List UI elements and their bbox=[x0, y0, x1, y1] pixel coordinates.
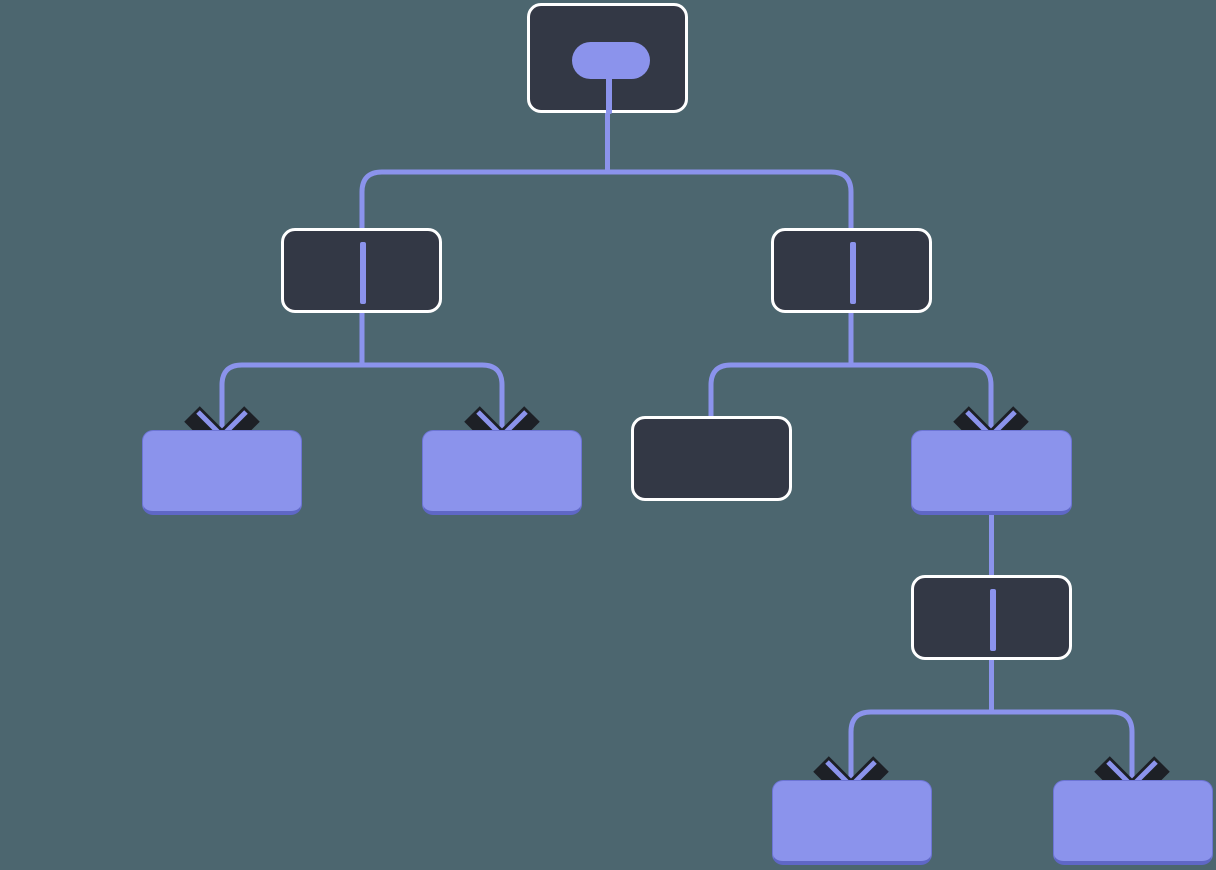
level5-leaf-right[interactable] bbox=[1053, 780, 1213, 865]
edge-l2left-to-l3a bbox=[219, 362, 362, 432]
level4-dark-node[interactable] bbox=[911, 575, 1072, 660]
level2-left-node[interactable] bbox=[281, 228, 442, 313]
level2-left-line-glyph bbox=[360, 242, 366, 304]
root-node[interactable] bbox=[527, 3, 688, 114]
edge-l4-to-l5left bbox=[848, 709, 992, 782]
level2-right-node[interactable] bbox=[771, 228, 932, 313]
level3-purple-branch[interactable] bbox=[911, 430, 1072, 515]
level4-line-glyph bbox=[990, 589, 996, 651]
edge-l2right-to-l3d bbox=[851, 362, 994, 432]
level3-leaf-b[interactable] bbox=[422, 430, 582, 515]
edge-root-to-l2-left bbox=[359, 110, 610, 232]
edge-root-to-l2-right bbox=[605, 110, 854, 232]
level3-dark-node[interactable] bbox=[631, 416, 792, 501]
edge-l2right-to-l3c bbox=[708, 362, 851, 418]
edge-l4-to-l5right bbox=[991, 709, 1135, 782]
level3-leaf-a[interactable] bbox=[142, 430, 302, 515]
level5-leaf-left[interactable] bbox=[772, 780, 932, 865]
edge-l2left-to-l3b bbox=[362, 362, 505, 432]
root-stem-glyph bbox=[606, 72, 612, 114]
level2-right-line-glyph bbox=[850, 242, 856, 304]
